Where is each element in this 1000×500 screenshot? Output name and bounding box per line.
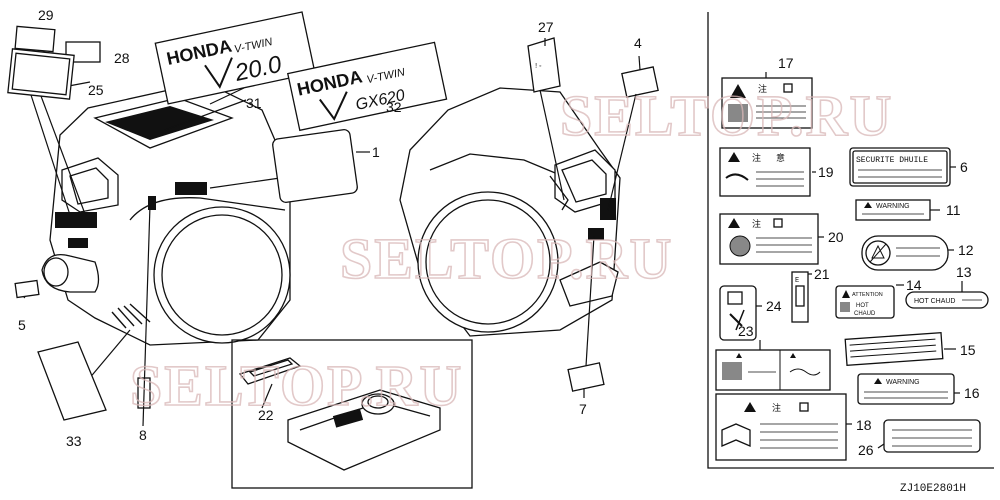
callout-20: 20 xyxy=(828,229,844,245)
callout-33: 33 xyxy=(66,433,82,449)
label-23 xyxy=(715,349,831,391)
callout-32: 32 xyxy=(386,99,402,115)
callout-31: 31 xyxy=(246,95,262,111)
callout-1: 1 xyxy=(372,144,380,160)
svg-text:WARNING: WARNING xyxy=(876,203,910,210)
callout-23: 23 xyxy=(738,323,754,339)
callout-19: 19 xyxy=(818,164,834,180)
right-engine-illustration xyxy=(399,87,621,337)
watermark-3: SELTOP.RU xyxy=(130,353,463,418)
svg-text:注: 注 xyxy=(752,152,761,163)
left-engine-illustration xyxy=(41,81,291,409)
svg-text:WARNING: WARNING xyxy=(886,379,920,386)
callout-18: 18 xyxy=(856,417,872,433)
decal-27: !◦ xyxy=(527,37,561,93)
callout-5: 5 xyxy=(18,317,26,333)
callout-25: 25 xyxy=(88,82,104,98)
watermarks: SELTOP.RU SELTOP.RU SELTOP.RU xyxy=(129,82,893,419)
callout-29: 29 xyxy=(38,7,54,23)
callout-8: 8 xyxy=(139,427,147,443)
callout-14: 14 xyxy=(906,277,922,293)
label-24 xyxy=(719,285,757,341)
decal-25 xyxy=(7,48,75,100)
decal-7 xyxy=(567,362,605,392)
label-catalog-panel: 注 注 意 SECURITE DHUILE WARNING xyxy=(707,12,994,469)
svg-text:CHAUD: CHAUD xyxy=(854,311,876,317)
callout-16: 16 xyxy=(964,385,980,401)
callout-28: 28 xyxy=(114,50,130,66)
svg-text:注: 注 xyxy=(752,218,761,229)
decal-33 xyxy=(37,341,107,421)
decal-4 xyxy=(621,66,659,98)
callout-15: 15 xyxy=(960,342,976,358)
callout-4: 4 xyxy=(634,35,642,51)
decal-29 xyxy=(14,25,56,53)
label-21: E xyxy=(791,271,809,323)
callout-21: 21 xyxy=(814,266,830,282)
svg-text:E: E xyxy=(795,277,799,285)
decal-31: HONDA V-TWIN 20.0 xyxy=(154,11,316,105)
callout-12: 12 xyxy=(958,242,974,258)
label-16: WARNING xyxy=(857,373,955,405)
callout-6: 6 xyxy=(960,159,968,175)
decal-1 xyxy=(272,129,358,203)
watermark-2: SELTOP.RU xyxy=(340,226,673,291)
decal-5 xyxy=(14,279,40,299)
securite-text: SECURITE DHUILE xyxy=(856,156,928,165)
svg-text:!◦: !◦ xyxy=(534,63,542,71)
callout-7: 7 xyxy=(579,401,587,417)
svg-text:HOT: HOT xyxy=(856,303,869,309)
diagram-code: ZJ10E2801H xyxy=(900,483,966,495)
callout-17: 17 xyxy=(778,55,794,71)
right-leader-lines xyxy=(539,38,641,398)
svg-text:HOT CHAUD: HOT CHAUD xyxy=(914,298,955,305)
label-18: 注 xyxy=(715,393,847,461)
fuel-tank-inset xyxy=(231,339,473,489)
label-15 xyxy=(844,331,944,367)
label-12 xyxy=(861,235,949,271)
svg-text:注: 注 xyxy=(772,402,781,413)
callout-22: 22 xyxy=(258,407,274,423)
top-label-patch xyxy=(105,106,214,140)
svg-text:意: 意 xyxy=(776,152,785,163)
callout-27: 27 xyxy=(538,19,554,35)
watermark-1: SELTOP.RU xyxy=(560,83,893,148)
svg-text:ATTENTION: ATTENTION xyxy=(852,292,883,298)
label-20: 注 xyxy=(719,213,819,265)
callout-11: 11 xyxy=(946,202,961,218)
label-14: ATTENTION HOT CHAUD xyxy=(835,285,895,319)
callout-13: 13 xyxy=(956,264,972,280)
callout-24: 24 xyxy=(766,298,782,314)
label-6: SECURITE DHUILE xyxy=(849,147,951,187)
svg-text:注: 注 xyxy=(758,83,767,94)
callout-26: 26 xyxy=(858,442,874,458)
label-11: WARNING xyxy=(855,199,931,221)
label-13: HOT CHAUD xyxy=(905,291,989,309)
label-19: 注 意 xyxy=(719,147,811,197)
label-26 xyxy=(883,419,981,453)
decal-32: HONDA V-TWIN GX620 xyxy=(286,41,448,132)
label-17: 注 xyxy=(721,77,813,129)
callout-numbers: 29 28 25 31 32 1 5 33 8 22 27 4 7 17 19 … xyxy=(18,7,980,458)
